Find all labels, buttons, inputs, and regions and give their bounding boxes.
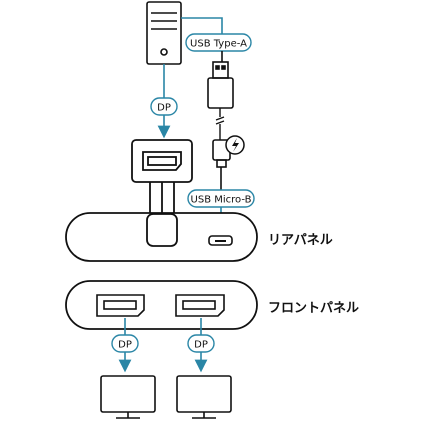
dp-top-label: DP bbox=[157, 103, 171, 114]
usb-cable-top bbox=[181, 17, 223, 36]
usb-type-a-pill: USB Type-A bbox=[185, 33, 252, 52]
monitor-icon bbox=[100, 375, 156, 419]
dp-pill-left: DP bbox=[111, 334, 139, 353]
rear-panel-label: リアパネル bbox=[268, 233, 333, 248]
rear-panel bbox=[65, 212, 258, 262]
bolt-in-circle-icon bbox=[225, 135, 245, 155]
dp-pill-right: DP bbox=[187, 334, 215, 353]
pc-tower-icon bbox=[146, 1, 182, 65]
cable-break-icon bbox=[215, 108, 225, 140]
front-panel-label: フロントパネル bbox=[268, 301, 360, 316]
usb-type-a-label: USB Type-A bbox=[190, 39, 247, 50]
front-panel bbox=[65, 280, 258, 330]
monitor-icon bbox=[176, 375, 232, 419]
usb-a-plug-icon bbox=[207, 51, 234, 109]
rear-cable-boot bbox=[146, 213, 178, 247]
dp-port-right bbox=[175, 294, 225, 317]
dp-port-left bbox=[96, 294, 145, 317]
usb-micro-b-pill: USB Micro-B bbox=[187, 189, 255, 208]
dp-plug-icon bbox=[131, 139, 193, 214]
dp-right-label: DP bbox=[194, 340, 208, 351]
usb-micro-b-label: USB Micro-B bbox=[191, 195, 252, 206]
dp-pill-top: DP bbox=[150, 97, 178, 116]
dp-left-label: DP bbox=[118, 340, 132, 351]
